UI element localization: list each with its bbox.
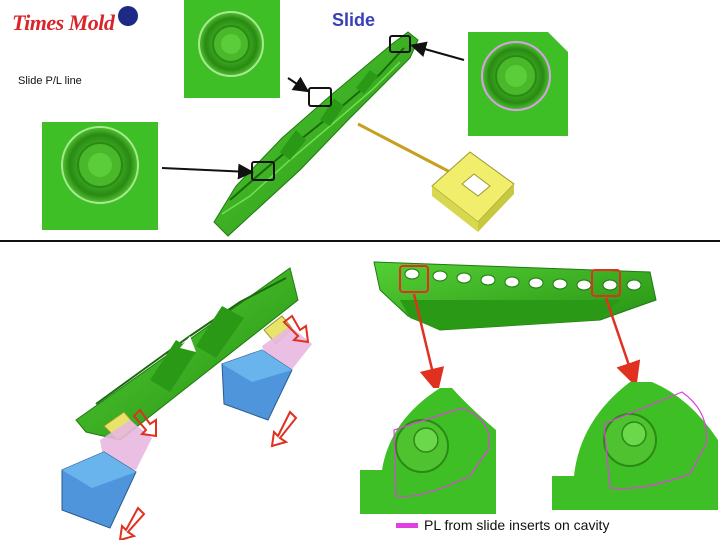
zoom-detail-left	[42, 122, 158, 230]
pl-detail-view-2	[552, 382, 718, 510]
zoom-detail-top	[184, 0, 280, 98]
callout-box-mid	[308, 87, 332, 107]
callout-box-right	[389, 35, 411, 53]
section-divider	[0, 240, 720, 242]
logo-text: Times Mold	[12, 10, 115, 35]
times-mold-logo: Times Mold	[6, 6, 138, 40]
slide-part-top	[213, 31, 419, 237]
arrow-right	[410, 41, 465, 61]
red-arrow-detail-2	[604, 297, 641, 388]
slide-pl-line-label: Slide P/L line	[18, 75, 82, 87]
pl-detail-view-1	[360, 388, 496, 514]
legend-swatch	[396, 522, 418, 528]
arrow-mid	[287, 76, 310, 93]
red-direction-arrows-left	[118, 314, 310, 540]
red-arrow-detail-1	[412, 293, 445, 394]
logo-dot	[118, 6, 138, 26]
legend-label: PL from slide inserts on cavity	[424, 517, 610, 533]
insert-assembly-upper	[221, 315, 312, 421]
zoom-detail-right	[468, 32, 568, 136]
page-title: Slide	[332, 10, 376, 30]
slide-part-bottom-left	[75, 267, 299, 441]
slide-insert-block	[357, 122, 515, 232]
arrow-left	[161, 163, 254, 180]
pl-legend: PL from slide inserts on cavity	[396, 517, 609, 533]
insert-assembly-lower	[61, 411, 152, 529]
slide-part-bottom-right	[373, 261, 657, 331]
